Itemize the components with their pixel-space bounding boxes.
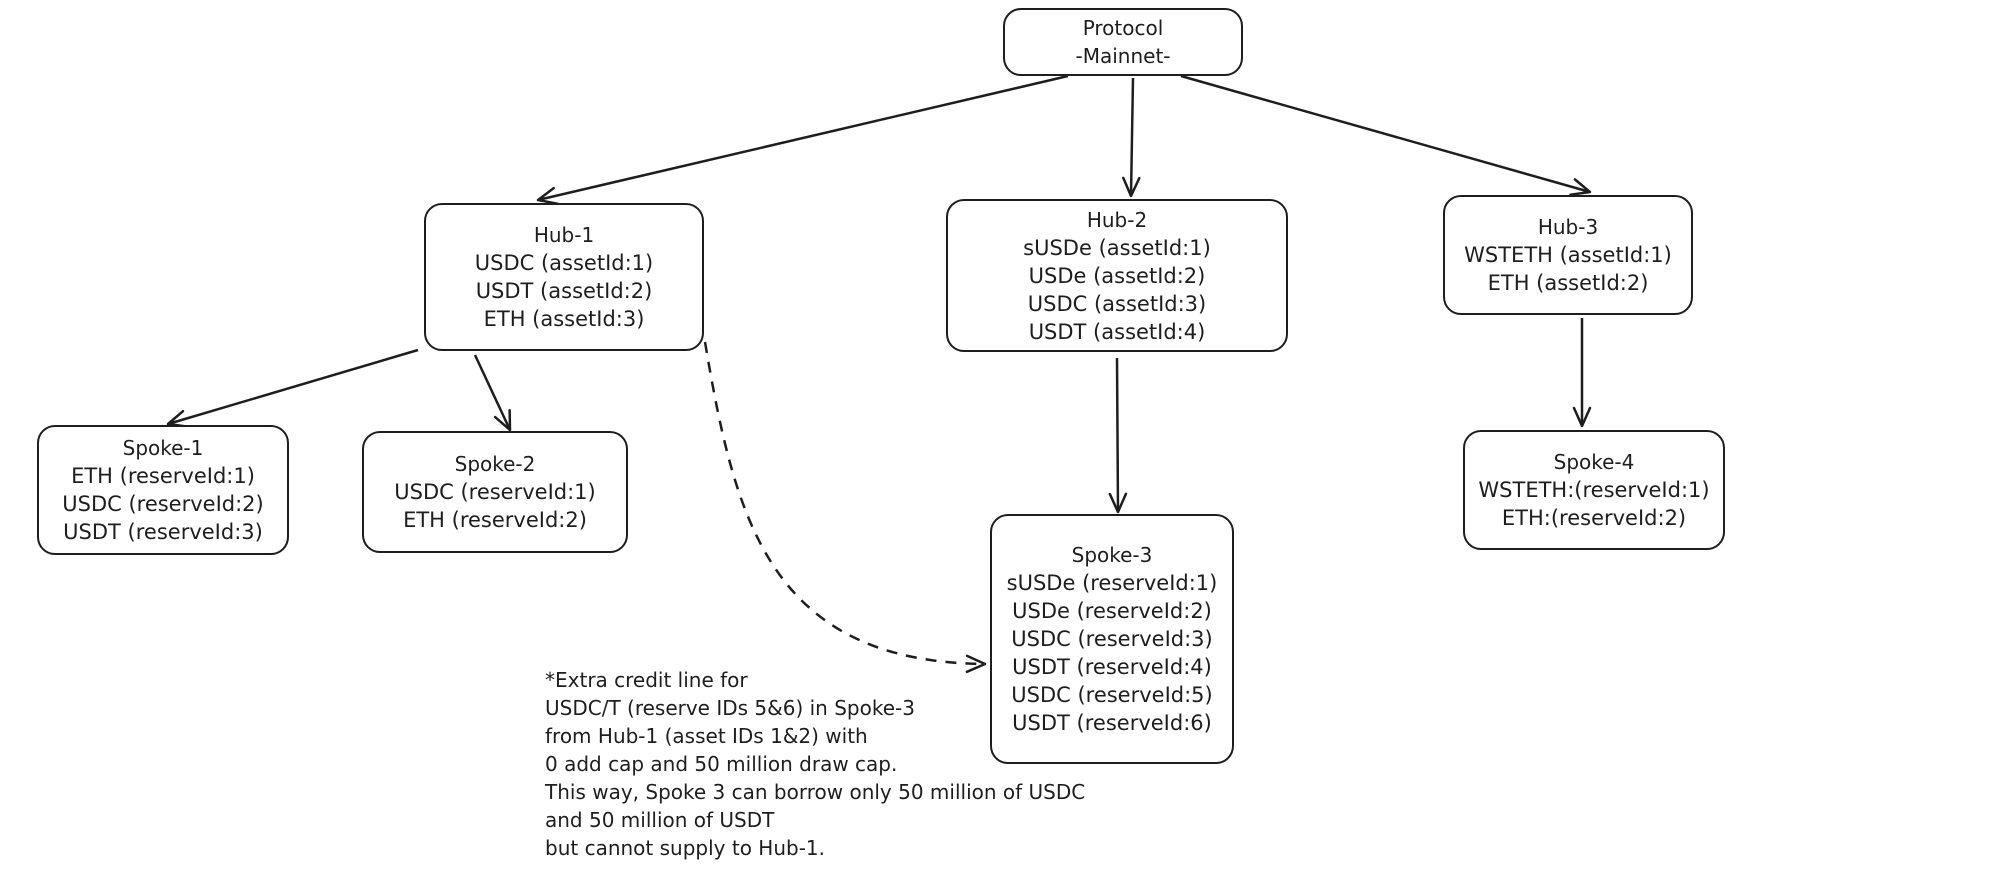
spoke2-reserve: USDC (reserveId:1) (394, 480, 596, 504)
hub1-node: Hub-1 USDC (assetId:1) USDT (assetId:2) … (424, 203, 704, 351)
arrow-protocol-to-hub2 (1122, 77, 1141, 198)
hub3-asset: ETH (assetId:2) (1487, 271, 1649, 295)
hub3-asset: WSTETH (assetId:1) (1464, 243, 1672, 267)
arrow-protocol-to-hub1 (536, 74, 1069, 205)
hub1-asset: ETH (assetId:3) (483, 307, 645, 331)
spoke3-title: Spoke-3 (1071, 543, 1153, 567)
hub1-asset: USDT (assetId:2) (475, 279, 653, 303)
hub3-title: Hub-3 (1537, 215, 1599, 239)
spoke4-reserve: ETH:(reserveId:2) (1501, 506, 1687, 530)
spoke3-reserve: USDT (reserveId:4) (1012, 655, 1212, 679)
spoke3-node: Spoke-3 sUSDe (reserveId:1) USDe (reserv… (990, 514, 1234, 764)
hub2-title: Hub-2 (1086, 207, 1148, 232)
spoke2-node: Spoke-2 USDC (reserveId:1) ETH (reserveI… (362, 431, 628, 553)
credit-line-note: *Extra credit line for USDC/T (reserve I… (545, 666, 1085, 862)
hub2-asset: sUSDe (assetId:1) (1023, 235, 1211, 260)
spoke3-reserve: USDe (reserveId:2) (1012, 599, 1212, 623)
arrow-hub1-to-spoke1 (166, 348, 419, 428)
hub3-node: Hub-3 WSTETH (assetId:1) ETH (assetId:2) (1443, 195, 1693, 315)
protocol-subtitle: -Mainnet- (1075, 44, 1171, 68)
note-line: *Extra credit line for (545, 668, 748, 692)
hub1-asset: USDC (assetId:1) (474, 251, 654, 275)
spoke4-title: Spoke-4 (1553, 450, 1635, 474)
note-line: USDC/T (reserve IDs 5&6) in Spoke-3 (545, 696, 915, 720)
arrow-hub2-to-spoke3 (1108, 357, 1128, 514)
spoke1-reserve: USDC (reserveId:2) (62, 492, 264, 516)
arrow-protocol-to-hub3 (1180, 74, 1592, 197)
note-line: This way, Spoke 3 can borrow only 50 mil… (545, 780, 1086, 804)
spoke1-node: Spoke-1 ETH (reserveId:1) USDC (reserveI… (37, 425, 289, 555)
spoke1-reserve: ETH (reserveId:1) (71, 464, 255, 488)
spoke3-reserve: sUSDe (reserveId:1) (1006, 571, 1218, 595)
spoke3-reserve: USDC (reserveId:5) (1011, 683, 1213, 707)
note-line: from Hub-1 (asset IDs 1&2) with (545, 724, 868, 748)
spoke3-reserve: USDT (reserveId:6) (1012, 711, 1212, 735)
spoke2-title: Spoke-2 (454, 452, 536, 476)
protocol-title: Protocol (1082, 16, 1164, 40)
note-line: 0 add cap and 50 million draw cap. (545, 752, 898, 776)
hub2-asset: USDC (assetId:3) (1027, 291, 1207, 316)
dashed-arrow-hub1-to-spoke3 (703, 341, 987, 674)
spoke4-reserve: WSTETH:(reserveId:1) (1478, 478, 1710, 502)
spoke4-node: Spoke-4 WSTETH:(reserveId:1) ETH:(reserv… (1463, 430, 1725, 550)
spoke1-reserve: USDT (reserveId:3) (63, 520, 263, 544)
note-line: and 50 million of USDT (545, 808, 775, 832)
hub1-title: Hub-1 (533, 223, 595, 247)
hub2-asset: USDe (assetId:2) (1028, 263, 1206, 288)
spoke3-reserve: USDC (reserveId:3) (1011, 627, 1213, 651)
spoke1-title: Spoke-1 (122, 436, 204, 460)
hub2-asset: USDT (assetId:4) (1028, 319, 1206, 344)
note-line: but cannot supply to Hub-1. (545, 836, 825, 860)
protocol-node: Protocol -Mainnet- (1003, 8, 1243, 76)
spoke2-reserve: ETH (reserveId:2) (403, 508, 587, 532)
arrow-hub1-to-spoke2 (473, 354, 512, 432)
hub2-node: Hub-2 sUSDe (assetId:1) USDe (assetId:2)… (946, 199, 1288, 352)
